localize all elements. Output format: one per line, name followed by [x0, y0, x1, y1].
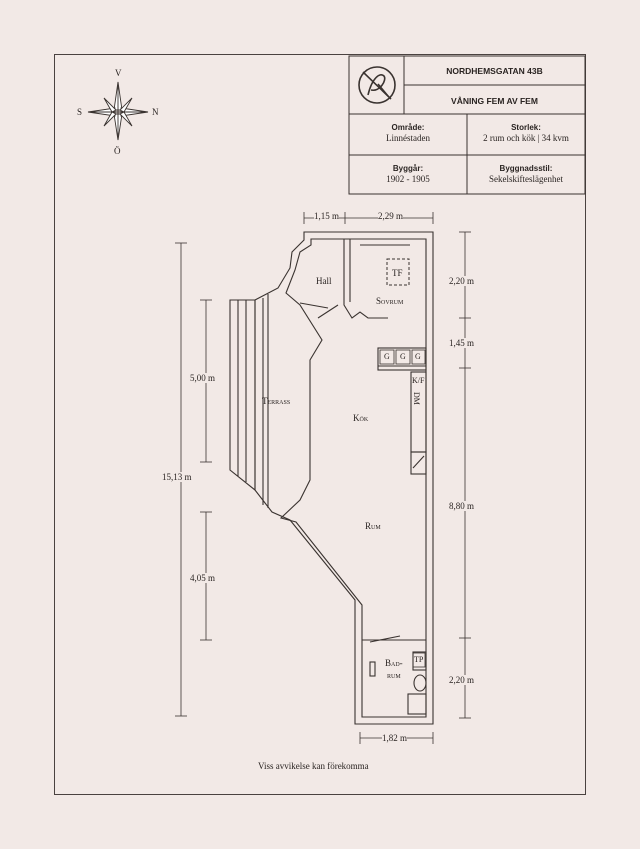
page-frame: [54, 54, 586, 795]
tf-box: [386, 258, 410, 286]
dim-left-lower: 4,05 m: [190, 573, 216, 583]
dim-right-2: 1,45 m: [449, 338, 475, 348]
room-kok: Kök: [353, 413, 369, 423]
room-terrass: Terrass: [262, 396, 291, 406]
compass-s: S: [77, 107, 83, 117]
info-area-label: Område:: [391, 123, 425, 132]
room-rum: Rum: [365, 521, 381, 531]
compass-o: Ö: [114, 146, 121, 156]
info-style-label: Byggnadsstil:: [499, 164, 553, 173]
exterior-walls: [229, 231, 434, 725]
dimension-lines: [175, 212, 471, 744]
info-year-label: Byggår:: [392, 164, 424, 173]
logo-icon: [358, 66, 396, 104]
dim-top-right: 2,29 m: [378, 211, 404, 221]
fixture-kf: K/F: [412, 376, 425, 385]
dim-left-total: 15,13 m: [162, 472, 192, 482]
stove-boxes: [379, 349, 426, 668]
dim-right-3: 8,80 m: [449, 501, 475, 511]
room-sovrum: Sovrum: [376, 296, 404, 306]
compass-n: N: [152, 107, 159, 117]
fixture-g-3: G: [415, 352, 421, 361]
info-style: Byggnadsstil: Sekelskifteslägenhet: [467, 163, 585, 185]
floor-title: VÅNING FEM AV FEM: [451, 96, 538, 106]
fixture-dm: DM: [412, 392, 421, 405]
room-badrum-1: Bad-: [385, 658, 403, 668]
info-size: Storlek: 2 rum och kök | 34 kvm: [467, 122, 585, 144]
address-title: NORDHEMSGATAN 43B: [446, 66, 543, 76]
fixture-g-2: G: [400, 352, 406, 361]
compass-v: V: [115, 68, 122, 78]
compass-icon: [87, 81, 149, 141]
info-size-value: 2 rum och kök | 34 kvm: [483, 133, 569, 143]
room-badrum-2: rum: [387, 670, 401, 680]
fixture-tp: TP: [414, 655, 424, 664]
info-size-label: Storlek:: [511, 123, 541, 132]
dim-left-terrace: 5,00 m: [190, 373, 216, 383]
dim-bottom: 1,82 m: [382, 733, 408, 743]
room-hall: Hall: [316, 276, 332, 286]
info-year-value: 1902 - 1905: [386, 174, 430, 184]
dim-top-left: 1,15 m: [314, 211, 340, 221]
info-year: Byggår: 1902 - 1905: [349, 163, 467, 185]
dim-right-1: 2,20 m: [449, 276, 475, 286]
fixture-tf: TF: [392, 268, 403, 278]
info-area-value: Linnéstaden: [386, 133, 430, 143]
info-area: Område: Linnéstaden: [349, 122, 467, 144]
info-style-value: Sekelskifteslägenhet: [489, 174, 563, 184]
fixture-g-1: G: [384, 352, 390, 361]
dim-right-4: 2,20 m: [449, 675, 475, 685]
disclaimer: Viss avvikelse kan förekomma: [258, 761, 369, 771]
info-table-grid: [348, 55, 586, 195]
